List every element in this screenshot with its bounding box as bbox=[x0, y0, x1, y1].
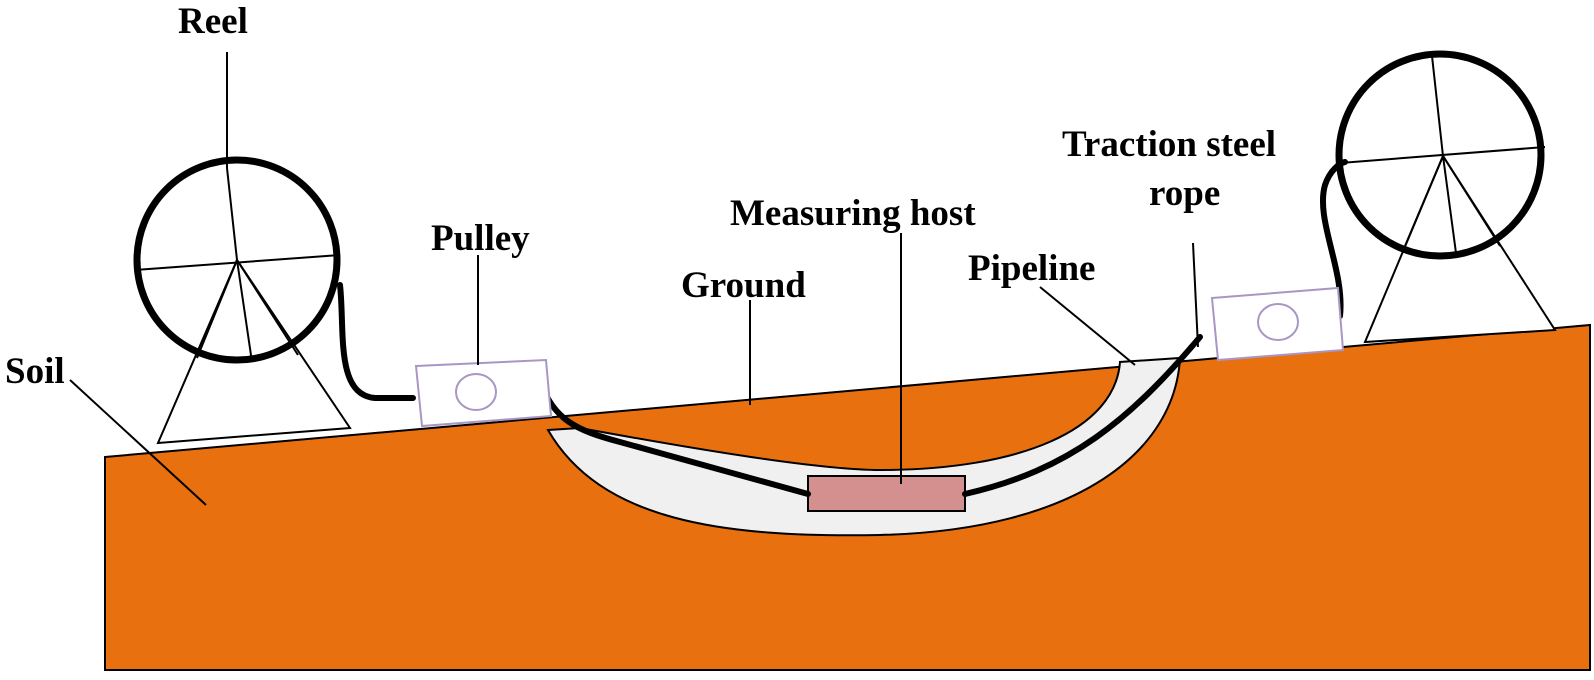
leader-pipeline bbox=[1039, 286, 1136, 366]
leader-soil bbox=[69, 379, 207, 506]
traction-rope-right bbox=[962, 334, 1203, 497]
label-pipeline: Pipeline bbox=[968, 248, 1095, 289]
pulley-left bbox=[414, 358, 553, 428]
reel-wheel-left bbox=[133, 156, 341, 364]
label-traction-line1: Traction steel bbox=[1062, 124, 1276, 165]
label-traction-line2: rope bbox=[1149, 173, 1220, 214]
label-ground: Ground bbox=[681, 265, 806, 306]
rope-right-pulley-to-reel bbox=[1319, 159, 1348, 319]
label-soil: Soil bbox=[5, 351, 65, 392]
reel-left bbox=[133, 156, 352, 445]
label-reel: Reel bbox=[178, 1, 248, 42]
reel-right bbox=[1335, 50, 1557, 344]
label-measuring-host: Measuring host bbox=[730, 193, 976, 234]
label-pulley: Pulley bbox=[431, 218, 530, 259]
pulley-right bbox=[1210, 286, 1345, 362]
leader-traction-rope bbox=[1192, 242, 1199, 348]
rope-left-reel-to-pulley bbox=[337, 282, 416, 401]
measuring-host bbox=[807, 475, 966, 512]
reel-wheel-right bbox=[1335, 50, 1545, 260]
